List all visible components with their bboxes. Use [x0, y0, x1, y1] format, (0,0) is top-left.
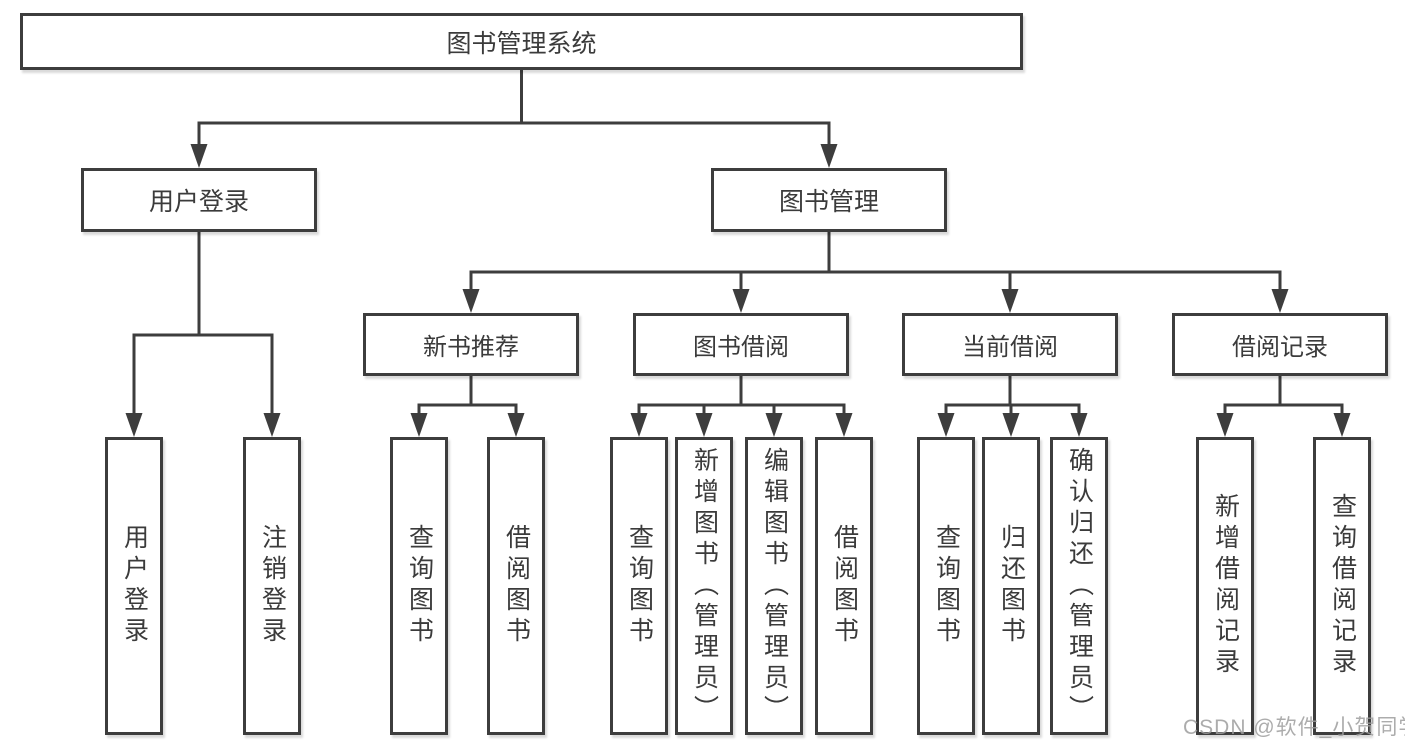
leaf-return-book: 归还图书 — [982, 437, 1040, 735]
arrowheads — [125, 144, 1351, 437]
leaf-add-borrow-record: 新增借阅记录 — [1196, 437, 1254, 735]
leaf-query-borrow-record-label: 查询借阅记录 — [1328, 493, 1357, 679]
leaf-borrow-books-2-label: 借阅图书 — [830, 524, 859, 648]
leaf-query-books-3-label: 查询图书 — [932, 524, 961, 648]
connector-new-book-branch — [417, 375, 518, 416]
leaf-confirm-return-admin: 确认归还（管理员） — [1050, 437, 1108, 735]
leaf-query-borrow-record: 查询借阅记录 — [1313, 437, 1371, 735]
leaf-user-login: 用户登录 — [105, 437, 163, 735]
node-user-login-label: 用户登录 — [148, 188, 249, 216]
leaf-query-books-3: 查询图书 — [917, 437, 975, 735]
node-new-book-recommend-label: 新书推荐 — [423, 334, 519, 361]
node-book-borrow-label: 图书借阅 — [693, 334, 789, 361]
node-new-book-recommend: 新书推荐 — [363, 313, 579, 376]
leaf-add-book-admin-label: 新增图书（管理员） — [690, 446, 719, 726]
leaf-edit-book-admin-label: 编辑图书（管理员） — [760, 446, 789, 726]
leaf-query-books-1: 查询图书 — [390, 437, 448, 735]
leaf-borrow-books-2: 借阅图书 — [815, 437, 873, 735]
leaf-return-book-label: 归还图书 — [997, 524, 1026, 648]
connector-root-to-level1 — [197, 69, 831, 146]
connector-borrow-records-branch — [1223, 375, 1344, 416]
leaf-query-books-2-label: 查询图书 — [625, 524, 654, 648]
leaf-confirm-return-admin-label: 确认归还（管理员） — [1065, 446, 1094, 726]
leaf-add-borrow-record-label: 新增借阅记录 — [1211, 493, 1240, 679]
node-root: 图书管理系统 — [20, 13, 1023, 70]
connector-book-borrow-branch — [637, 375, 846, 416]
watermark: CSDN @软件_小贺同学 — [1183, 716, 1405, 739]
leaf-logout-label: 注销登录 — [258, 524, 287, 648]
leaf-user-login-label: 用户登录 — [120, 524, 149, 648]
connector-user-login-branch — [132, 232, 274, 415]
leaf-edit-book-admin: 编辑图书（管理员） — [745, 437, 803, 735]
connector-current-borrow-branch — [944, 375, 1081, 416]
leaf-add-book-admin: 新增图书（管理员） — [675, 437, 733, 735]
node-borrow-records: 借阅记录 — [1172, 313, 1388, 376]
node-current-borrow: 当前借阅 — [902, 313, 1118, 376]
node-root-label: 图书管理系统 — [446, 29, 597, 58]
leaf-borrow-books-1-label: 借阅图书 — [502, 524, 531, 648]
node-book-management: 图书管理 — [711, 168, 947, 232]
connector-book-management-branch — [469, 232, 1282, 291]
leaf-logout: 注销登录 — [243, 437, 301, 735]
node-user-login: 用户登录 — [81, 168, 317, 232]
leaf-query-books-1-label: 查询图书 — [405, 524, 434, 648]
node-book-borrow: 图书借阅 — [633, 313, 849, 376]
node-current-borrow-label: 当前借阅 — [962, 334, 1058, 361]
node-borrow-records-label: 借阅记录 — [1232, 334, 1328, 361]
leaf-borrow-books-1: 借阅图书 — [487, 437, 545, 735]
node-book-management-label: 图书管理 — [778, 188, 879, 216]
leaf-query-books-2: 查询图书 — [610, 437, 668, 735]
